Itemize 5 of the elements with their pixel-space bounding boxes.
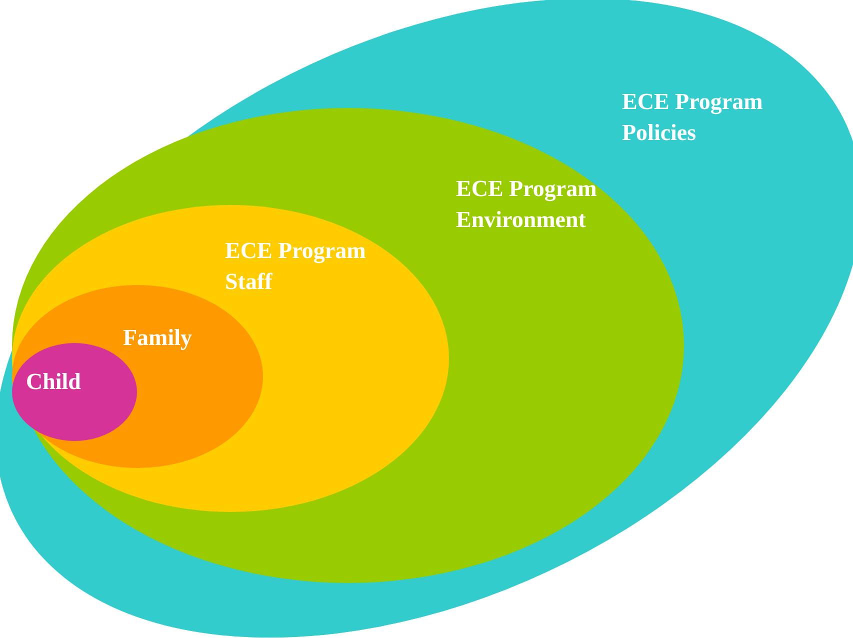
layer-label: Family: [123, 324, 193, 352]
layer-label: ECE Program Staff: [225, 237, 367, 296]
layer-label: Child: [26, 368, 82, 396]
layer-label: ECE Program Policies: [622, 88, 764, 147]
layer-label: ECE Program Environment: [456, 175, 598, 234]
